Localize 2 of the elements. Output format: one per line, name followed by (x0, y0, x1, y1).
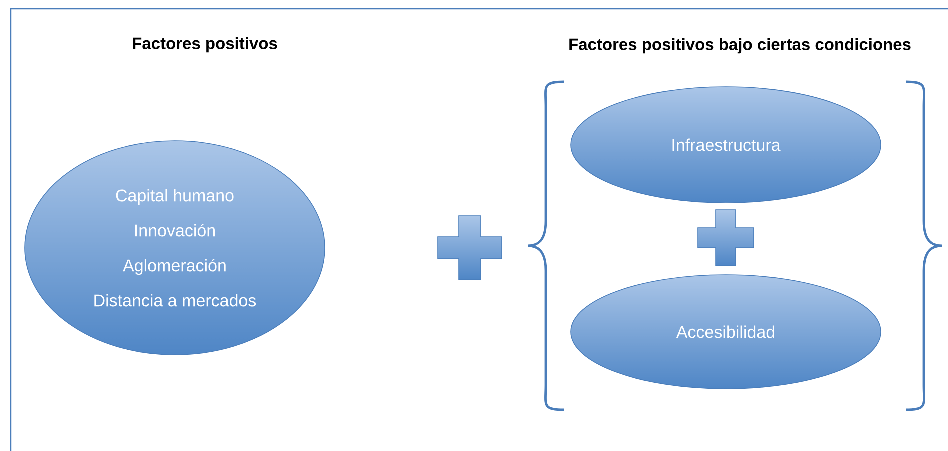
heading: Factores positivos (133, 37, 278, 53)
heading: Factores positivos bajo ciertas condiciones (570, 38, 911, 54)
